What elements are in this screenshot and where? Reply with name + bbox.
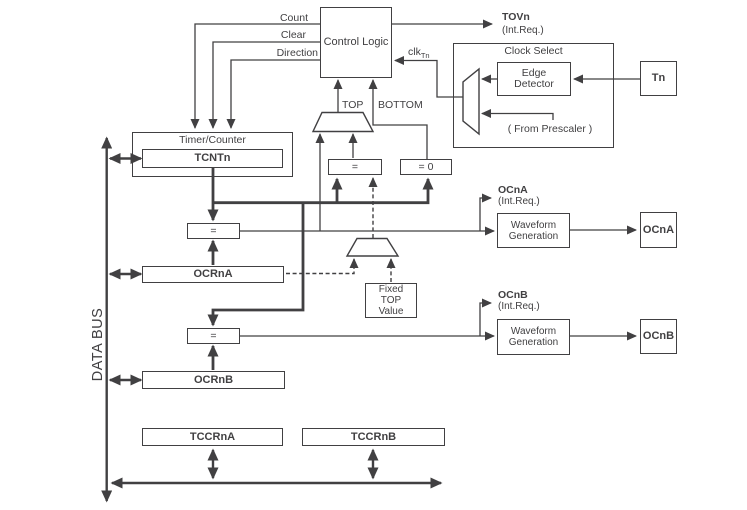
ocnb-int-req-label: (Int.Req.) [498, 301, 540, 312]
edge-detector-label: Edge Detector [514, 67, 554, 90]
ocrna-register-box: OCRnA [142, 266, 284, 283]
clock-select-title: Clock Select [504, 45, 563, 57]
ocnb-interrupt-label: OCnB [498, 289, 528, 301]
top-compare-box: = [328, 159, 382, 175]
from-prescaler-line [481, 109, 554, 120]
clk-tn-label: clkTn [408, 47, 430, 61]
clock-select-box: Clock Select [453, 43, 614, 148]
clear-signal-label: Clear [280, 29, 306, 41]
ocrna-to-top-mux-dashed-line [286, 258, 359, 275]
top-signal-label: TOP [342, 99, 364, 111]
clear-line [208, 41, 320, 129]
fixed-top-mux-shape [345, 237, 400, 257]
count-line [190, 23, 320, 129]
ocrnb-register-box: OCRnB [142, 371, 285, 389]
top-bottom-mux-shape [311, 111, 375, 133]
ocna-pin-label: OCnA [642, 223, 675, 236]
bottom-signal-label: BOTTOM [378, 99, 423, 111]
ocna-pin-box: OCnA [640, 212, 677, 248]
tn-pin-box: Tn [640, 61, 677, 96]
control-logic-box: Control Logic [320, 7, 392, 78]
ocnb-pin-box: OCnB [640, 319, 677, 354]
tovn-interrupt-label: TOVn [502, 11, 530, 23]
tcnt-register-label: TCNTn [194, 152, 231, 164]
tcnt-branch-to-compare-b-line [207, 202, 305, 327]
waveform-generation-b-box: Waveform Generation [497, 319, 570, 355]
tccrna-register-label: TCCRnA [189, 430, 236, 443]
timer-counter-box: Timer/Counter [132, 132, 293, 177]
edge-detector-box: Edge Detector [497, 62, 571, 96]
tcnt-branch-to-zero-compare-line [213, 177, 434, 205]
tccrnb-register-label: TCCRnB [350, 430, 397, 443]
tccrna-register-box: TCCRnA [142, 428, 283, 446]
ocna-interrupt-label: OCnA [498, 184, 528, 196]
ocrna-register-label: OCRnA [193, 268, 233, 280]
fixed-top-value-label: Fixed TOP Value [378, 284, 404, 317]
zero-compare-label: = 0 [418, 160, 434, 173]
control-logic-label: Control Logic [323, 36, 389, 48]
compare-a-box: = [187, 223, 240, 239]
top-compare-label: = [351, 160, 359, 173]
ocnb-pin-label: OCnB [642, 330, 675, 342]
clock-select-mux-shape [462, 67, 480, 136]
tn-pin-label: Tn [651, 72, 666, 84]
compare-b-label: = [210, 329, 217, 342]
waveform-generation-b-label: Waveform Generation [508, 326, 559, 348]
ocna-int-req-label: (Int.Req.) [498, 196, 540, 207]
fixed-top-value-box: Fixed TOP Value [365, 283, 417, 318]
tcnt-register-box: TCNTn [142, 149, 283, 168]
bottom-to-control-logic-line [368, 79, 428, 159]
direction-line [226, 59, 320, 129]
tccrnb-register-box: TCCRnB [302, 428, 445, 446]
data-bus-label: DATA BUS [90, 307, 106, 382]
direction-signal-label: Direction [276, 47, 318, 59]
waveform-generation-a-box: Waveform Generation [497, 213, 570, 248]
compare-b-box: = [187, 328, 240, 344]
waveform-generation-a-label: Waveform Generation [508, 219, 559, 242]
from-prescaler-label: ( From Prescaler ) [507, 123, 593, 135]
tovn-int-req-label: (Int.Req.) [502, 25, 544, 36]
timer-counter-title: Timer/Counter [179, 134, 246, 146]
compare-a-label: = [210, 224, 217, 237]
clk-subscript: Tn [420, 51, 430, 60]
ocna-interrupt-branch-line [479, 193, 492, 231]
zero-compare-box: = 0 [400, 159, 452, 175]
ocnb-interrupt-branch-line [479, 298, 492, 336]
ocrnb-register-label: OCRnB [193, 373, 234, 386]
clk-tn-line [394, 56, 463, 98]
count-signal-label: Count [279, 12, 308, 24]
clk-prefix: clk [408, 46, 421, 58]
